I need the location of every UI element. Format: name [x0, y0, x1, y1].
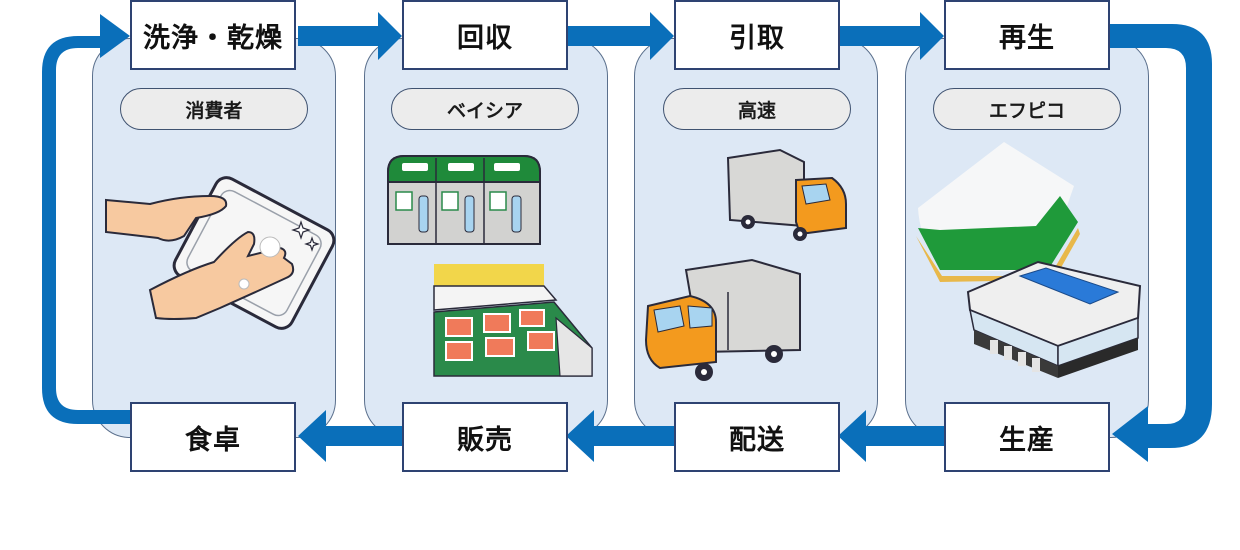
hands-washing-tray-icon	[105, 176, 336, 330]
actor-consumer: 消費者	[120, 88, 308, 130]
arrow-collection-to-pickup	[568, 12, 674, 60]
arrow-production-to-delivery	[838, 410, 944, 462]
arrow-sales-to-table	[298, 410, 404, 462]
arrow-washing-to-collection	[298, 12, 402, 60]
delivery-truck-large-icon	[644, 258, 801, 381]
step-dining-table: 食卓	[130, 402, 296, 472]
step-collection: 回収	[402, 0, 568, 70]
delivery-truck-small-icon	[726, 148, 847, 241]
step-recycle: 再生	[944, 0, 1110, 70]
arrow-recycle-to-production	[1110, 24, 1212, 462]
step-pickup: 引取	[674, 0, 840, 70]
arrow-table-to-washing	[42, 14, 130, 424]
actor-beisia: ベイシア	[391, 88, 579, 130]
arrow-delivery-to-sales	[566, 410, 674, 462]
arrow-pickup-to-recycle	[840, 12, 944, 60]
actor-kosoku: 高速	[663, 88, 851, 130]
factory-building-icon	[966, 260, 1142, 378]
store-shelf-icon	[433, 264, 593, 377]
food-tray-icon	[916, 142, 1080, 282]
step-production: 生産	[944, 402, 1110, 472]
step-washing-drying: 洗浄・乾燥	[130, 0, 296, 70]
actor-efpico: エフピコ	[933, 88, 1121, 130]
step-delivery: 配送	[674, 402, 840, 472]
recycling-bins-icon	[387, 155, 541, 245]
step-sales: 販売	[402, 402, 568, 472]
